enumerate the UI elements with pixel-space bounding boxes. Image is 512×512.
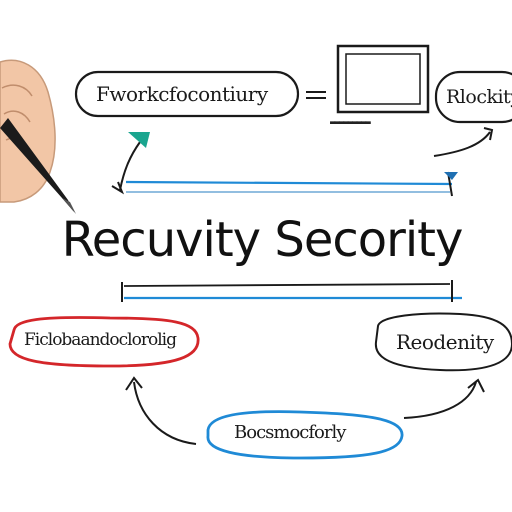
line-upper-blue [125, 180, 453, 186]
arrow-bottom-to-mid-right [403, 381, 477, 419]
node-mid-left-outline [8, 316, 200, 368]
node-bottom-label: Bocsmocforly [234, 422, 346, 443]
line-lower-black [123, 283, 451, 287]
arrow-teal-left [119, 141, 141, 191]
monitor-icon [336, 44, 430, 114]
node-mid-left-label: Ficlobaandoclorolig [24, 330, 177, 350]
monitor-caption: ▬▬▬▬▬▬▬▬▬ [330, 118, 371, 128]
node-top-right-outline [434, 70, 512, 124]
node-top-right-label: Rlockity [446, 86, 512, 108]
node-mid-right-label: Reodenity [396, 330, 494, 354]
node-bottom-outline [206, 410, 404, 460]
diagram-title: Recuvity Secority [61, 212, 464, 268]
hand-holding-pen-icon [0, 59, 76, 214]
arrow-bottom-to-mid-left [133, 381, 197, 445]
node-top-left-label: Fworkcfocontiury [96, 82, 268, 106]
node-top-left-outline [74, 70, 300, 118]
connector-top-left-monitor [306, 91, 326, 99]
arrow-to-top-right [433, 131, 491, 157]
